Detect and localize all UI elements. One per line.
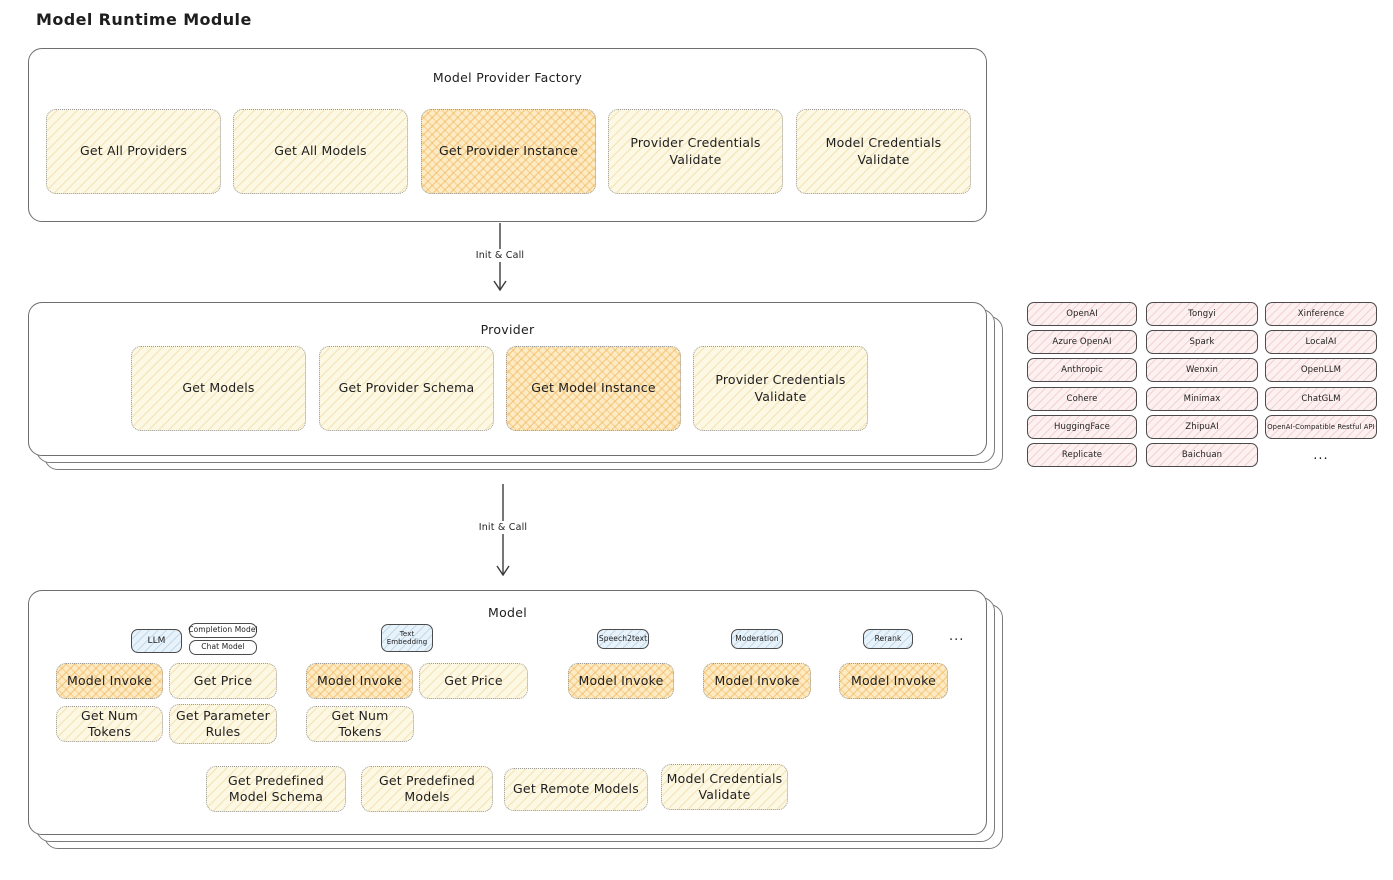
provider-chip-huggingface: HuggingFace xyxy=(1027,415,1137,439)
node-get-models: Get Models xyxy=(131,346,306,431)
tag-rerank: Rerank xyxy=(863,629,913,649)
provider-chip-zhipuai: ZhipuAI xyxy=(1146,415,1258,439)
node-rerank-model-invoke: Model Invoke xyxy=(839,663,948,699)
model-title: Model xyxy=(487,605,528,620)
provider-chip-spark: Spark xyxy=(1146,330,1258,354)
tag-llm: LLM xyxy=(131,629,182,653)
provider-chip-openai-compatible: OpenAI-Compatible Restful API xyxy=(1265,415,1377,439)
node-llm-get-parameter-rules: Get Parameter Rules xyxy=(169,704,277,744)
tag-moderation: Moderation xyxy=(731,629,783,649)
node-get-predefined-models: Get Predefined Models xyxy=(361,766,493,812)
node-moderation-model-invoke: Model Invoke xyxy=(703,663,811,699)
node-llm-model-invoke: Model Invoke xyxy=(56,663,163,699)
provider-chip-replicate: Replicate xyxy=(1027,443,1137,467)
provider-chip-minimax: Minimax xyxy=(1146,387,1258,411)
node-provider-credentials-validate-provider: Provider Credentials Validate xyxy=(693,346,868,431)
tag-speech2text: Speech2text xyxy=(597,629,649,649)
provider-chip-openai: OpenAI xyxy=(1027,302,1137,326)
node-embedding-model-invoke: Model Invoke xyxy=(306,663,413,699)
arrow-label-init-call-2: Init & Call xyxy=(465,521,541,534)
provider-chip-tongyi: Tongyi xyxy=(1146,302,1258,326)
tag-chat-model: Chat Model xyxy=(189,640,257,655)
node-get-all-providers: Get All Providers xyxy=(46,109,221,194)
tag-text-embedding: Text Embedding xyxy=(381,624,433,652)
node-embedding-get-num-tokens: Get Num Tokens xyxy=(306,706,414,742)
node-embedding-get-price: Get Price xyxy=(419,663,528,699)
node-get-model-instance: Get Model Instance xyxy=(506,346,681,431)
model-tags-ellipsis: ... xyxy=(949,629,965,644)
providers-ellipsis: ... xyxy=(1313,448,1329,463)
node-get-provider-schema: Get Provider Schema xyxy=(319,346,494,431)
node-get-provider-instance: Get Provider Instance xyxy=(421,109,596,194)
provider-chip-openllm: OpenLLM xyxy=(1265,358,1377,382)
diagram-title: Model Runtime Module xyxy=(36,10,252,29)
factory-box: Model Provider Factory Get All Providers… xyxy=(28,48,987,222)
node-llm-get-price: Get Price xyxy=(169,663,277,699)
provider-title: Provider xyxy=(480,322,535,337)
provider-chip-wenxin: Wenxin xyxy=(1146,358,1258,382)
factory-title: Model Provider Factory xyxy=(432,70,583,85)
node-get-predefined-model-schema: Get Predefined Model Schema xyxy=(206,766,346,812)
node-model-credentials-validate-model: Model Credentials Validate xyxy=(661,764,788,810)
provider-chip-azure-openai: Azure OpenAI xyxy=(1027,330,1137,354)
provider-chip-cohere: Cohere xyxy=(1027,387,1137,411)
node-get-remote-models: Get Remote Models xyxy=(504,768,648,811)
node-provider-credentials-validate-factory: Provider Credentials Validate xyxy=(608,109,783,194)
node-get-all-models: Get All Models xyxy=(233,109,408,194)
provider-chip-chatglm: ChatGLM xyxy=(1265,387,1377,411)
node-speech2text-model-invoke: Model Invoke xyxy=(568,663,674,699)
provider-box: Provider Get Models Get Provider Schema … xyxy=(28,302,987,456)
node-model-credentials-validate-factory: Model Credentials Validate xyxy=(796,109,971,194)
arrow-label-init-call-1: Init & Call xyxy=(462,249,538,262)
tag-completion-model: Completion Model xyxy=(188,623,258,638)
provider-chip-xinference: Xinference xyxy=(1265,302,1377,326)
provider-chip-anthropic: Anthropic xyxy=(1027,358,1137,382)
provider-chip-localai: LocalAI xyxy=(1265,330,1377,354)
model-box: Model LLM Completion Model Chat Model Te… xyxy=(28,590,987,835)
node-llm-get-num-tokens: Get Num Tokens xyxy=(56,706,163,742)
provider-chip-baichuan: Baichuan xyxy=(1146,443,1258,467)
